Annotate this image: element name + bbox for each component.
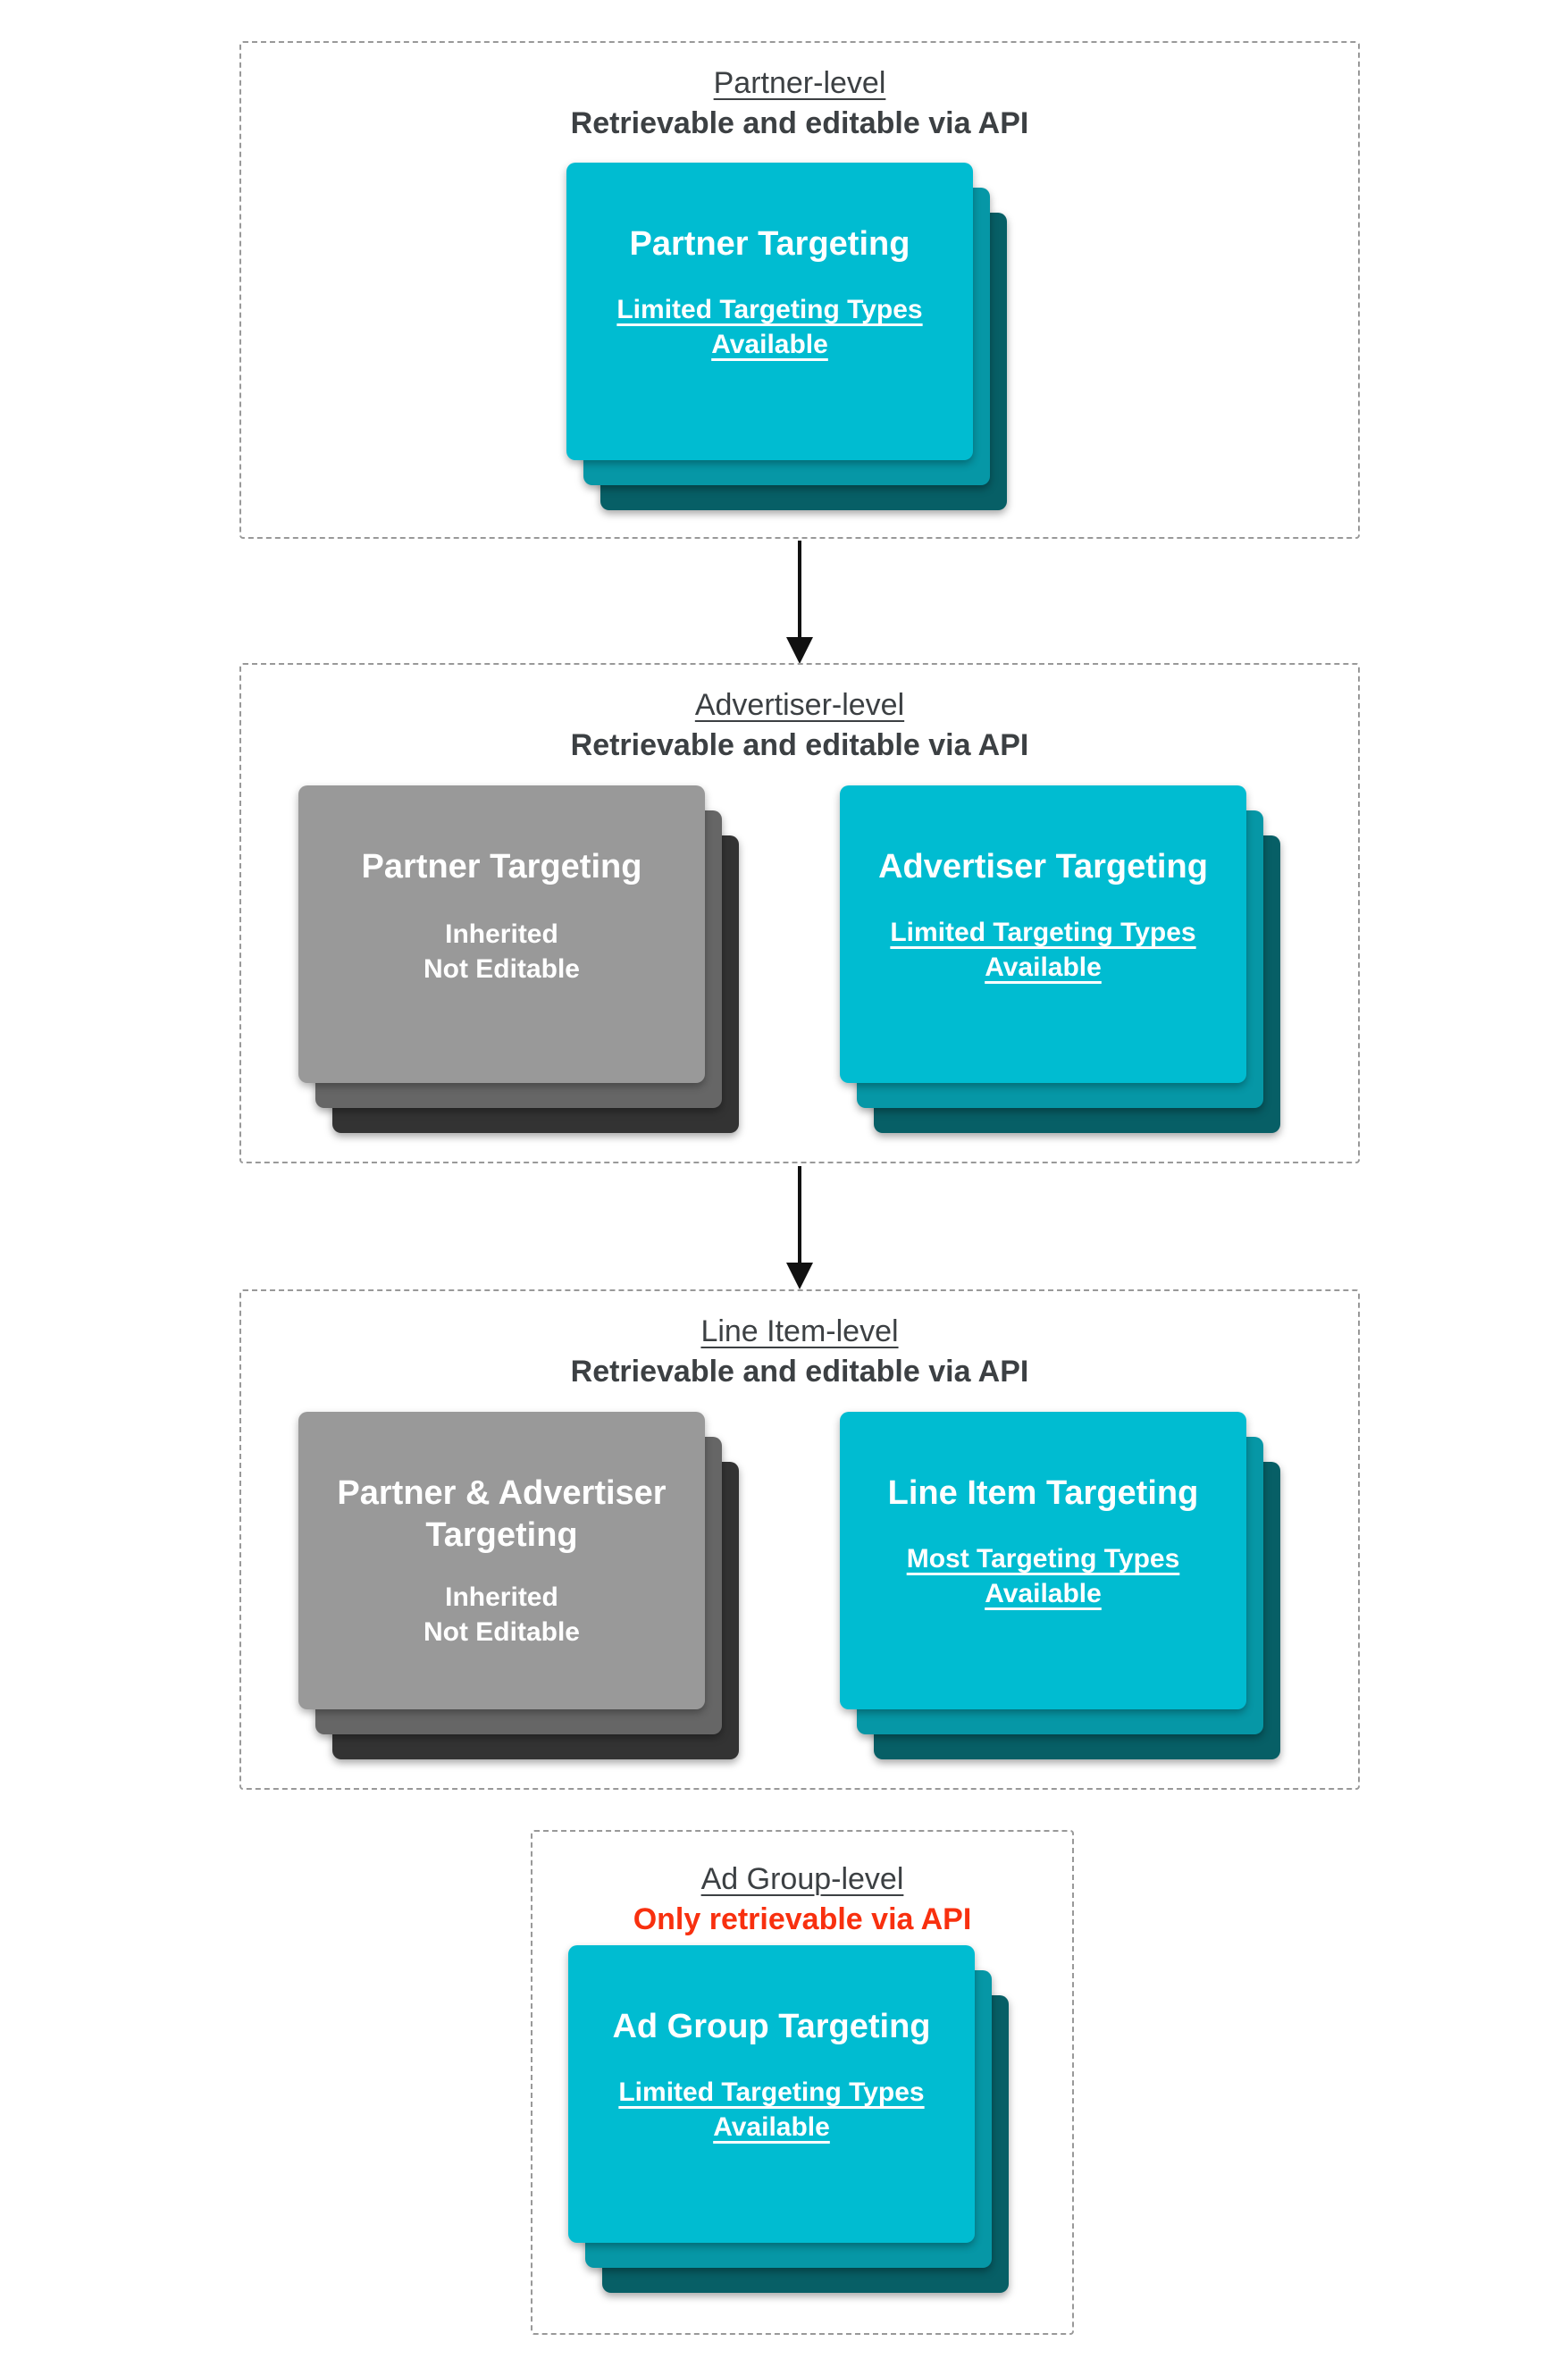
ad-group-targeting-card: Ad Group Targeting Limited Targeting Typ…: [568, 1945, 1009, 2293]
card-line: Inherited: [445, 1582, 558, 1612]
section-ad-group-level: Ad Group-level Only retrievable via API …: [531, 1830, 1074, 2335]
card-status-lines: Inherited Not Editable: [423, 917, 580, 986]
section-title: Advertiser-level: [694, 688, 905, 722]
section-title: Ad Group-level: [700, 1862, 904, 1896]
card-title: Advertiser Targeting: [878, 848, 1208, 886]
arrow-down-icon: [786, 541, 813, 664]
card-face: Partner Targeting Limited Targeting Type…: [566, 163, 973, 460]
card-face: Advertiser Targeting Limited Targeting T…: [840, 785, 1246, 1083]
section-title: Line Item-level: [700, 1314, 899, 1348]
section-subtitle: Retrievable and editable via API: [570, 728, 1029, 762]
line-item-targeting-card: Line Item Targeting Most Targeting Types…: [840, 1412, 1280, 1759]
card-line: Not Editable: [423, 954, 580, 984]
card-subtitle: Limited Targeting Types Available: [616, 295, 923, 359]
section-subtitle: Retrievable and editable via API: [570, 106, 1029, 140]
section-advertiser-level: Advertiser-level Retrievable and editabl…: [239, 663, 1360, 1163]
section-partner-level: Partner-level Retrievable and editable v…: [239, 41, 1360, 539]
card-face: Partner & Advertiser Targeting Inherited…: [298, 1412, 705, 1709]
partner-targeting-card: Partner Targeting Limited Targeting Type…: [566, 163, 1007, 510]
advertiser-targeting-card: Advertiser Targeting Limited Targeting T…: [840, 785, 1280, 1133]
card-line: Not Editable: [423, 1617, 580, 1647]
card-title: Ad Group Targeting: [612, 2008, 931, 2045]
section-subtitle: Retrievable and editable via API: [570, 1355, 1029, 1389]
section-line-item-level: Line Item-level Retrievable and editable…: [239, 1289, 1360, 1790]
card-face: Partner Targeting Inherited Not Editable: [298, 785, 705, 1083]
section-header: Partner-level Retrievable and editable v…: [241, 43, 1358, 143]
section-header: Advertiser-level Retrievable and editabl…: [241, 665, 1358, 765]
section-header: Line Item-level Retrievable and editable…: [241, 1291, 1358, 1391]
section-subtitle: Only retrievable via API: [633, 1902, 972, 1936]
card-title: Line Item Targeting: [887, 1474, 1199, 1512]
card-title: Partner Targeting: [629, 225, 910, 263]
card-title: Partner & Advertiser Targeting: [337, 1474, 667, 1554]
section-title: Partner-level: [713, 66, 886, 100]
card-face: Ad Group Targeting Limited Targeting Typ…: [568, 1945, 975, 2243]
inherited-partner-advertiser-targeting-card: Partner & Advertiser Targeting Inherited…: [298, 1412, 739, 1759]
card-title: Partner Targeting: [361, 848, 642, 886]
card-subtitle: Limited Targeting Types Available: [890, 918, 1196, 982]
card-status-lines: Inherited Not Editable: [423, 1580, 580, 1649]
card-line: Inherited: [445, 919, 558, 949]
arrow-down-icon: [786, 1166, 813, 1289]
card-face: Line Item Targeting Most Targeting Types…: [840, 1412, 1246, 1709]
card-subtitle: Most Targeting Types Available: [906, 1544, 1180, 1608]
card-subtitle: Limited Targeting Types Available: [618, 2077, 925, 2142]
inherited-partner-targeting-card: Partner Targeting Inherited Not Editable: [298, 785, 739, 1133]
section-header: Ad Group-level Only retrievable via API: [532, 1832, 1072, 1939]
